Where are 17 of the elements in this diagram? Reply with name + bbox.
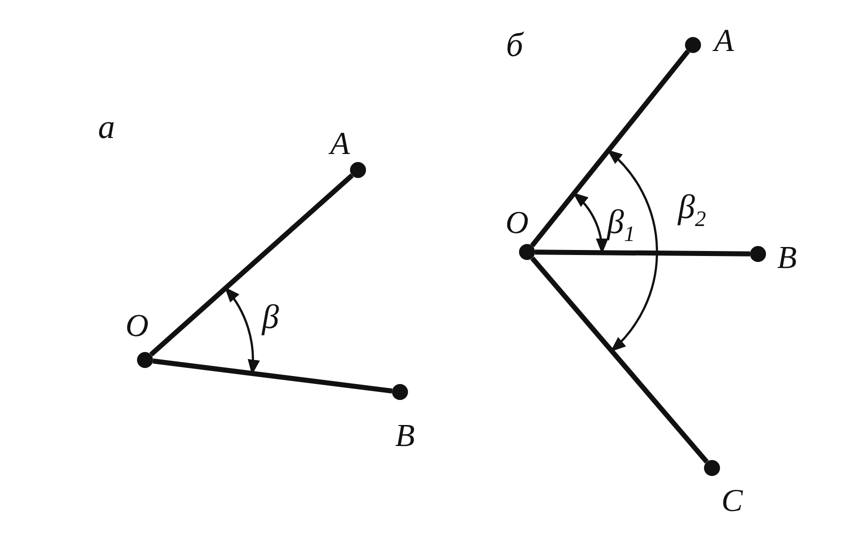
point-label: A [328,126,351,160]
point-label: O [124,308,150,342]
angle-label: β$_{2}$ [678,190,706,233]
point-label: A [712,23,735,57]
panel-label: б [506,28,524,64]
line-segment [152,358,392,394]
line-segment [534,250,750,256]
point-label: B [776,240,798,274]
point-label: O [504,205,530,239]
angle-label: β$_{1}$ [607,205,635,248]
angle-label: β [262,300,279,336]
panel-label: а [98,110,115,146]
line-segment [149,173,354,357]
line-segment [530,50,690,248]
line-segment [530,256,709,464]
point-label: C [720,483,744,517]
point-label: B [394,418,416,452]
